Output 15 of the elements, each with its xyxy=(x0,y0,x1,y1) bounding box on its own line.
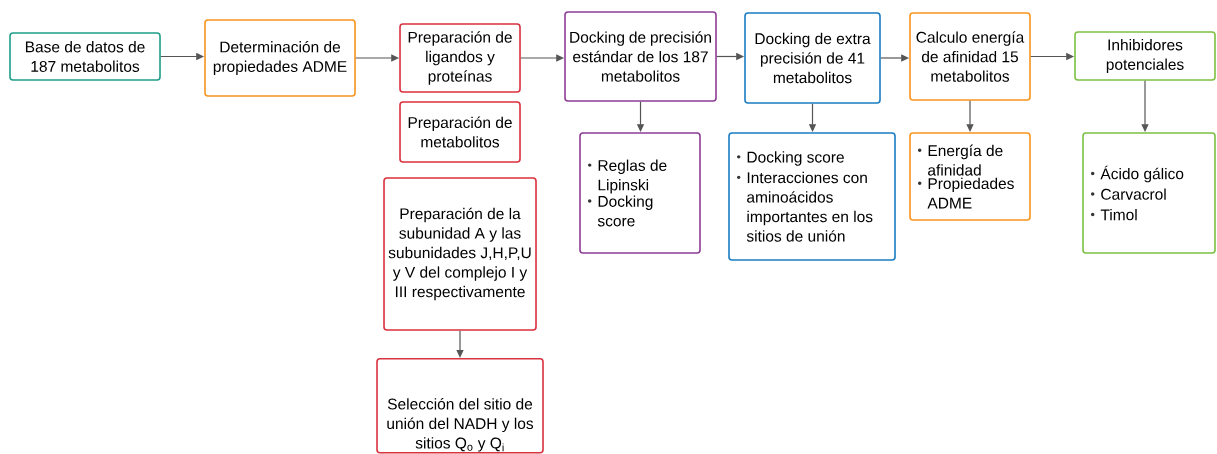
result-list-box: Ácido gálico Carvacrol Timol xyxy=(1082,132,1216,254)
process-box: Docking de precisión estándar de los 187 metabolitos xyxy=(564,11,717,102)
process-box: Preparación de ligandos y proteínas xyxy=(399,23,521,93)
process-box: Selección del sitio de unión del NADH y los sitios Q$_{o}$ y Q$_{i}$ xyxy=(376,358,544,454)
result-list-box: Docking score Interacciones con aminoácidos importantes en los sitios de unión xyxy=(728,132,896,261)
process-box: Preparación de la subunidad A y las subunidades J,H,P,U y V del complejo I y III respectivamente xyxy=(383,177,537,331)
process-box: Base de datos de 187 metabolitos xyxy=(9,32,161,81)
process-box: Preparación de metabolitos xyxy=(399,101,521,163)
arrow xyxy=(456,330,464,358)
process-box: Calculo energía de afinidad 15 metabolitos xyxy=(909,12,1031,101)
result-list-box: Energía de afinidad Propiedades ADME xyxy=(909,132,1031,221)
process-box: Docking de extra precisión de 41 metabolitos xyxy=(744,12,881,104)
result-list-box: Reglas de Lipinski Docking score xyxy=(579,132,701,254)
process-box: Determinación de propiedades ADME xyxy=(204,19,356,97)
process-box: Inhibidores potenciales xyxy=(1074,31,1216,81)
